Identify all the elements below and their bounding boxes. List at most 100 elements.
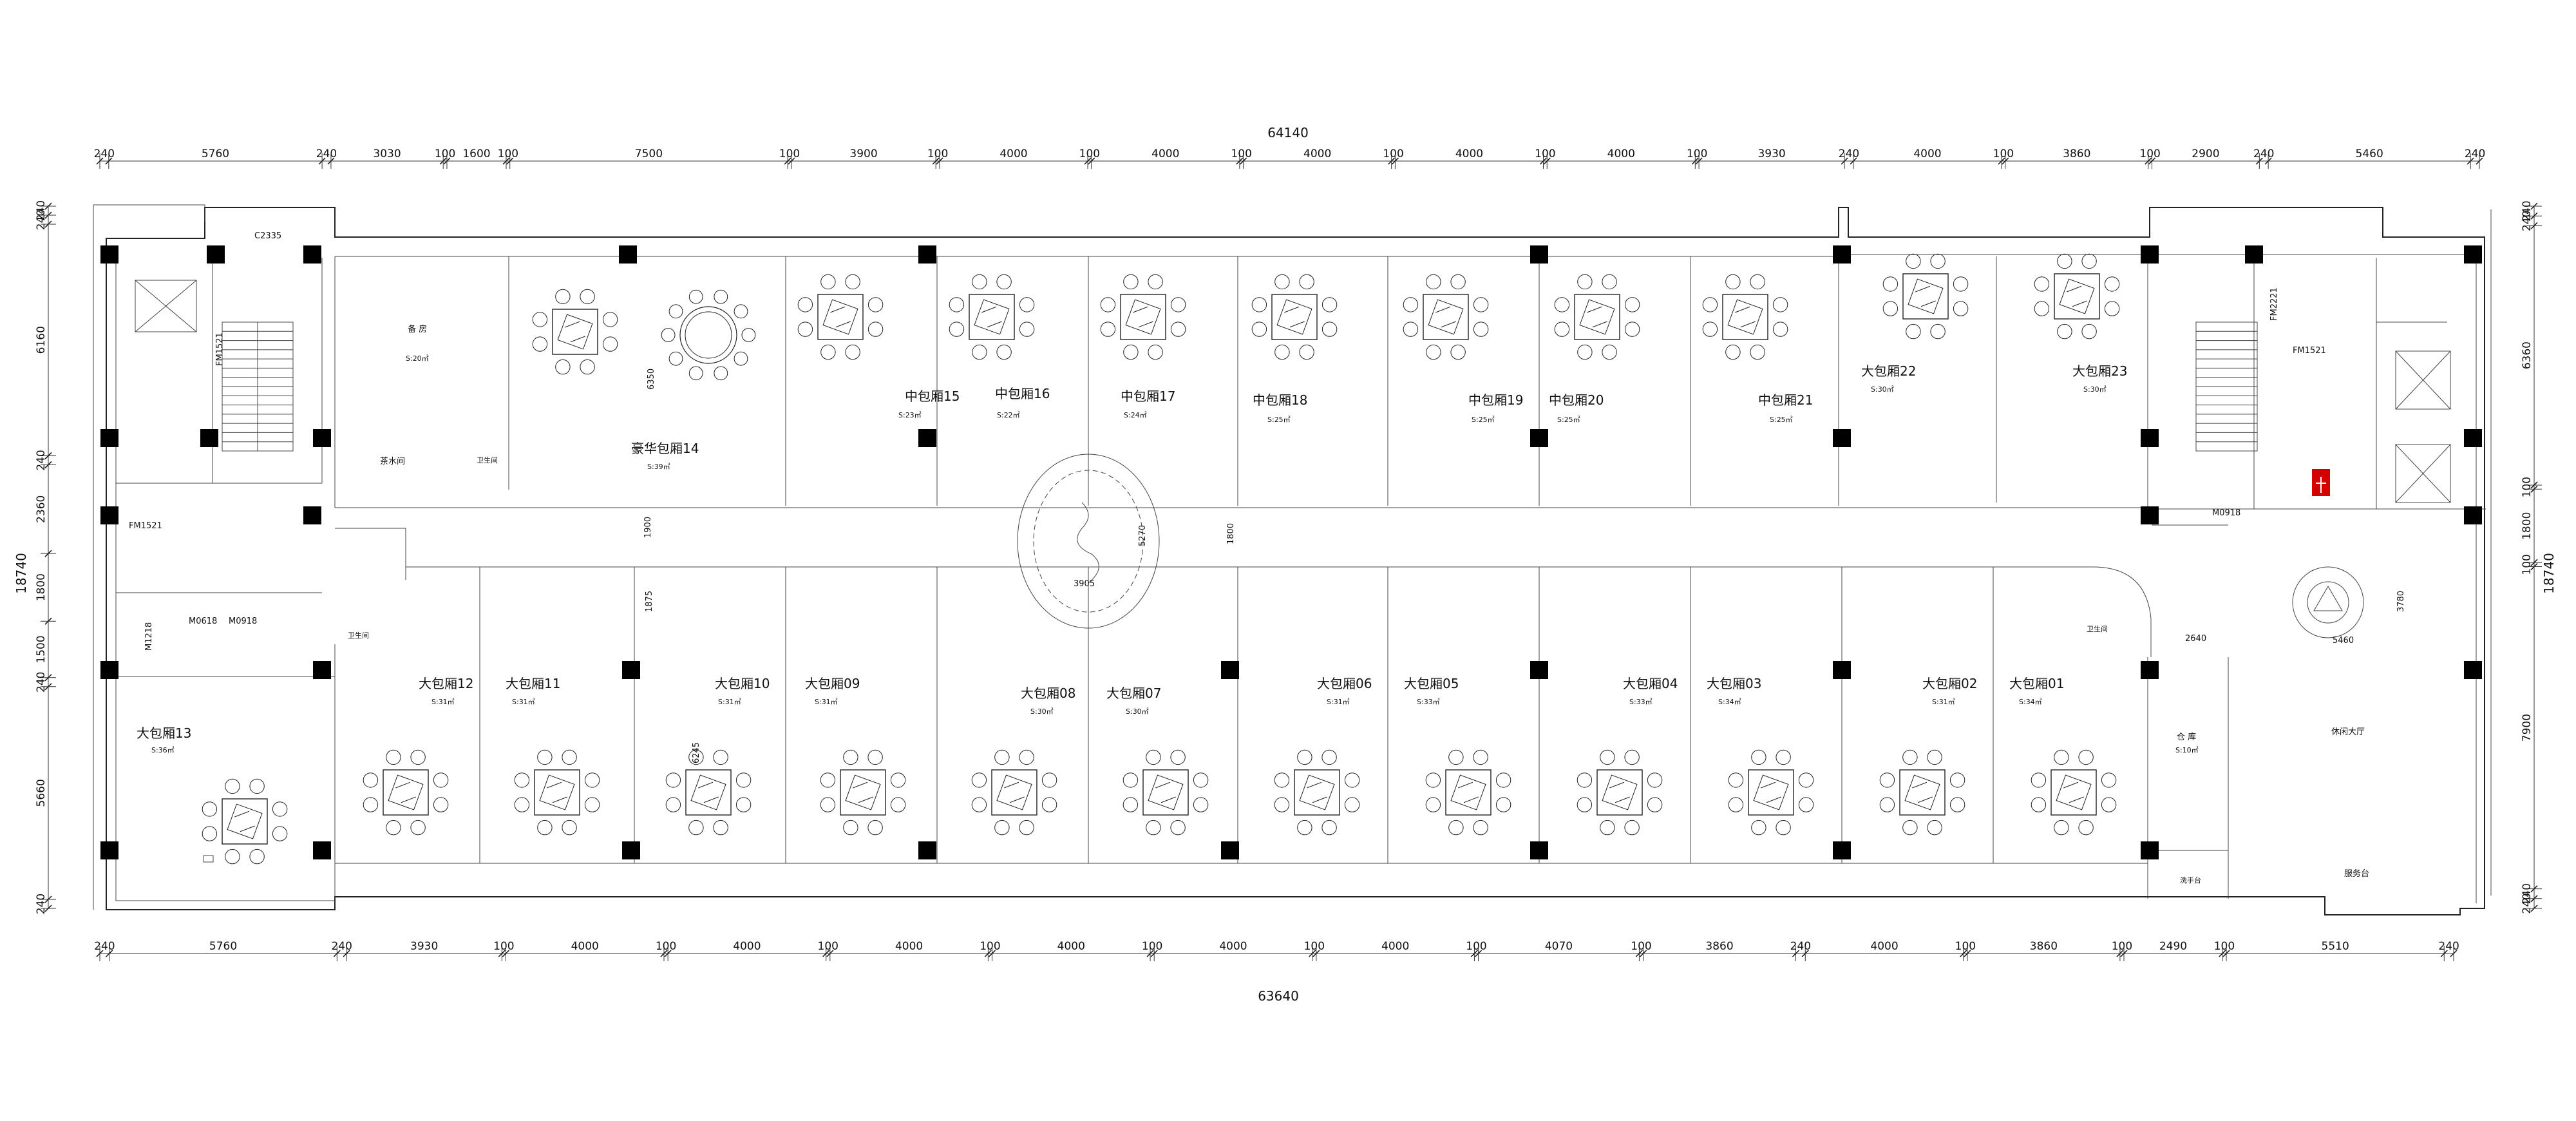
room-label: 中包厢20: [1549, 392, 1604, 408]
column: [200, 429, 218, 447]
plan-tags: C2335 FM1521 FM1521 FM2221 M0618 M0918 M…: [129, 231, 2406, 763]
left-dimension-label: 1500: [35, 635, 48, 663]
top-dimension-label: 3930: [1757, 148, 1785, 160]
room-label: 大包厢08: [1021, 685, 1075, 701]
bottom-dimension-label: 240: [331, 940, 352, 953]
oval-dimension: 5270: [1138, 525, 1148, 546]
column: [303, 245, 321, 263]
bottom-dimension-label: 100: [1631, 940, 1651, 953]
column: [100, 245, 118, 263]
column: [619, 245, 637, 263]
top-dimension-label: 240: [1839, 148, 1859, 160]
furniture-sets: [202, 253, 2120, 865]
top-dimension-label: 100: [1687, 148, 1707, 160]
room-label: 大包厢01: [2009, 676, 2064, 691]
room-label: 大包厢12: [419, 676, 473, 691]
top-dimension-label: 100: [779, 148, 800, 160]
bottom-dimension-label: 3860: [1705, 940, 1733, 953]
tea-room-label: 茶水间: [380, 456, 405, 466]
column: [2464, 429, 2482, 447]
room-area: S:25㎡: [1472, 416, 1495, 424]
room-dimension: 6245: [692, 742, 701, 763]
oval-dimension: 3905: [1074, 579, 1095, 589]
room-label: 中包厢21: [1758, 392, 1813, 408]
dining-table-icon: [1274, 749, 1360, 836]
top-dimension-label: 4000: [1455, 148, 1483, 160]
north-arrow-glyph-icon: [2316, 477, 2326, 493]
room-label: 中包厢18: [1253, 392, 1307, 408]
room-label: 大包厢07: [1106, 685, 1161, 701]
dining-table-icon: [1702, 274, 1788, 360]
room-dimension: 6350: [647, 369, 656, 390]
column: [1833, 245, 1851, 263]
top-dimension-label: 240: [2253, 148, 2274, 160]
room-area: S:25㎡: [1557, 416, 1580, 424]
column: [1530, 661, 1548, 679]
dining-table-icon: [1879, 749, 1965, 836]
right-dimension-label: 240: [2521, 211, 2533, 231]
column: [207, 245, 225, 263]
room-area: S:34㎡: [1718, 698, 1741, 706]
dining-table-icon: [665, 749, 752, 836]
column: [1833, 429, 1851, 447]
room-label: 大包厢02: [1922, 676, 1977, 691]
top-dimension-label: 100: [1079, 148, 1100, 160]
left-total-dimension: 18740: [14, 553, 29, 594]
bottom-dimension-label: 4000: [1381, 940, 1409, 953]
room-label: 大包厢22: [1861, 363, 1916, 379]
left-dimension-label: 240: [35, 200, 48, 221]
door-tag: FM1521: [129, 521, 162, 531]
room-area: S:36㎡: [151, 746, 175, 754]
column: [2141, 661, 2159, 679]
dining-table-icon: [1577, 749, 1663, 836]
column: [313, 429, 331, 447]
dining-table-icon: [2034, 253, 2120, 340]
elevator-right-icon: [2395, 350, 2451, 503]
room-area: S:31㎡: [815, 698, 838, 706]
left-dimension-label: 2360: [35, 495, 48, 523]
right-dimension-label: 7900: [2521, 714, 2533, 742]
left-dimension-label: 240: [35, 894, 48, 914]
room-area: S:31㎡: [718, 698, 741, 706]
dining-table-icon: [971, 749, 1057, 836]
central-oval-display-icon: [1017, 454, 1160, 629]
room-area: S:30㎡: [2083, 385, 2107, 394]
bottom-dimension-label: 100: [1955, 940, 1976, 953]
dining-table-icon: [1122, 749, 1209, 836]
right-dimension-label: 6360: [2521, 341, 2533, 369]
bottom-dimension-label: 3930: [410, 940, 438, 953]
right-dimension-label: 1800: [2521, 512, 2533, 540]
room-label: 大包厢04: [1623, 676, 1678, 691]
bottom-dimension-label: 100: [493, 940, 514, 953]
column: [2141, 245, 2159, 263]
bottom-dimension-label: 4000: [733, 940, 761, 953]
top-dimension-label: 240: [94, 148, 115, 160]
lobby-sculpture-icon: [2292, 566, 2364, 638]
room-label: 中包厢16: [995, 386, 1050, 401]
lobby-dimension: 5460: [2333, 636, 2354, 646]
room-label: 中包厢19: [1468, 392, 1523, 408]
kitchen-label: 备 房: [408, 324, 427, 334]
column: [2141, 841, 2159, 859]
right-dimension-label: 240: [2521, 883, 2533, 904]
column: [1530, 841, 1548, 859]
left-dimension-label: 6160: [35, 326, 48, 354]
bottom-dimension-label: 100: [980, 940, 1000, 953]
column: [1221, 661, 1239, 679]
toilet-label: 卫生间: [348, 631, 369, 640]
room-area: S:31㎡: [512, 698, 535, 706]
column: [2141, 429, 2159, 447]
top-dimension-label: 4000: [999, 148, 1027, 160]
dining-table-icon: [1100, 274, 1186, 360]
dining-table-icon: [1728, 749, 1814, 836]
top-dimension-label: 100: [2139, 148, 2160, 160]
column: [1833, 661, 1851, 679]
dining-table-icon: [1425, 749, 1511, 836]
structural-columns: [100, 245, 2482, 859]
bottom-dimension-label: 100: [818, 940, 838, 953]
bottom-dimension-label: 4070: [1545, 940, 1573, 953]
room-area: S:30㎡: [1871, 385, 1894, 394]
bottom-dimension-label: 240: [1790, 940, 1811, 953]
